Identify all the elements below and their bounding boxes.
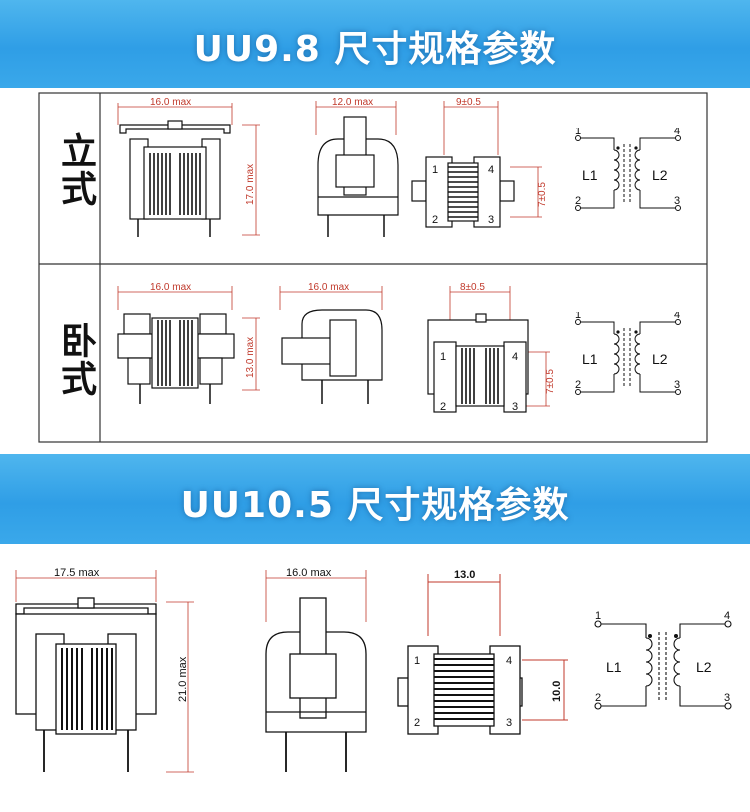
uu98-v-front-view: 16.0 max 17.0 max [117,97,260,237]
uu98-h-s-pin3: 3 [674,379,680,391]
uu105-l2: L2 [696,659,712,675]
uu98-v-side-view: 12.0 max [315,97,399,237]
uu98-banner: UU9.8 尺寸规格参数 [0,0,750,88]
uu98-v-s-pin3: 3 [674,195,680,207]
uu105-pin2: 2 [414,717,420,729]
uu105-side-dim: 16.0 max [286,567,332,579]
uu98-h-pitch-v: 7±0.5 [545,369,556,394]
uu105-pin1: 1 [414,655,420,667]
horizontal-type-label: 卧式 [55,322,97,398]
uu98-v-pin3: 3 [488,214,494,226]
uu98-h-l2: L2 [652,351,668,367]
uu98-v-pin1: 1 [432,164,438,176]
uu98-h-pitch-h: 8±0.5 [460,282,485,293]
uu105-pitch-h: 13.0 [454,569,475,581]
uu98-v-schematic: L1 L2 1 2 3 4 [575,128,681,211]
uu105-pitch-v: 10.0 [551,681,563,702]
uu98-v-width-dim: 16.0 max [150,97,191,108]
uu105-width-dim: 17.5 max [54,567,100,579]
uu105-front-view: 17.5 max 21.0 max [15,567,194,773]
uu105-s-pin1: 1 [595,610,601,622]
uu105-s-pin2: 2 [595,692,601,704]
uu98-v-pin2: 2 [432,214,438,226]
uu105-pin4: 4 [506,655,512,667]
uu105-bottom-view: 13.0 10.0 1 2 3 4 [397,569,568,735]
uu98-h-pin4: 4 [512,351,518,363]
uu98-h-bottom-view: 8±0.5 7±0.5 1 2 3 4 [427,282,556,413]
uu98-h-s-pin1: 1 [575,312,581,321]
uu98-v-l1: L1 [582,167,598,183]
uu98-h-front-view: 16.0 max 13.0 max [117,282,260,404]
uu98-h-l1: L1 [582,351,598,367]
vertical-type-label: 立式 [55,132,97,208]
uu105-s-pin4: 4 [724,610,730,622]
uu105-banner: UU10.5 尺寸规格参数 [0,454,750,544]
uu98-h-width-dim: 16.0 max [150,282,191,293]
uu98-v-s-pin2: 2 [575,195,581,207]
uu105-height-dim: 21.0 max [177,656,189,702]
uu105-side-view: 16.0 max [265,567,367,772]
uu105-l1: L1 [606,659,622,675]
uu98-v-side-dim: 12.0 max [332,97,373,108]
uu105-s-pin3: 3 [724,692,730,704]
uu98-h-side-view: 16.0 max [279,282,383,404]
uu98-v-s-pin1: 1 [575,128,581,137]
uu98-v-s-pin4: 4 [674,128,680,137]
uu98-title: UU9.8 尺寸规格参数 [193,29,557,70]
uu105-schematic: L1 L2 1 2 3 4 [594,610,732,710]
uu98-v-height-dim: 17.0 max [245,164,256,205]
uu105-pin3: 3 [506,717,512,729]
uu98-v-l2: L2 [652,167,668,183]
uu98-v-pitch-h: 9±0.5 [456,97,481,108]
uu98-h-pin1: 1 [440,351,446,363]
uu98-h-pin3: 3 [512,401,518,413]
uu98-v-pin4: 4 [488,164,494,176]
uu98-v-bottom-view: 9±0.5 7±0.5 1 2 3 4 [411,97,548,228]
uu98-h-schematic: L1 L2 1 2 3 4 [575,312,681,395]
uu98-h-s-pin2: 2 [575,379,581,391]
uu98-v-pitch-v: 7±0.5 [537,182,548,207]
uu105-title: UU10.5 尺寸规格参数 [180,485,570,526]
uu98-h-pin2: 2 [440,401,446,413]
uu98-h-s-pin4: 4 [674,312,680,321]
uu98-h-side-dim: 16.0 max [308,282,349,293]
uu98-h-height-dim: 13.0 max [245,337,256,378]
